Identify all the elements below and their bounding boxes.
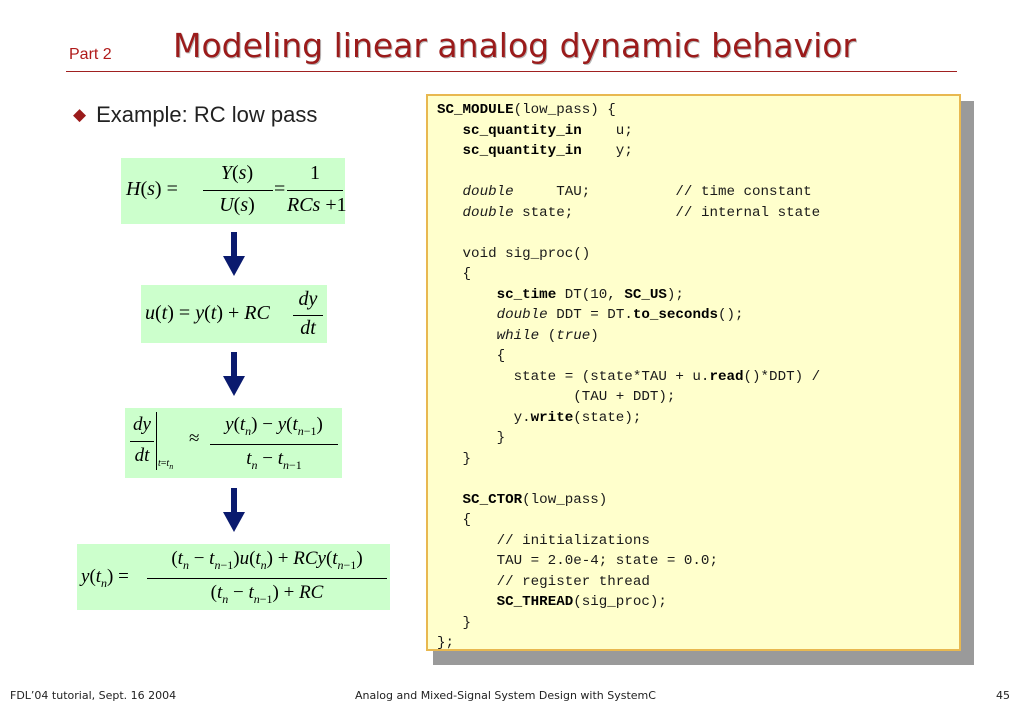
code-line: sc_time DT(10, SC_US); <box>496 286 684 303</box>
code-line: SC_CTOR(low_pass) <box>462 491 608 508</box>
code-line: TAU = 2.0e-4; state = 0.0; <box>437 553 718 569</box>
code-line: SC_THREAD(sig_proc); <box>496 594 667 610</box>
code-line: { <box>437 266 472 282</box>
code-listing: SC_MODULE(low_pass) { sc_quantity_in u; … <box>426 94 961 651</box>
code-line: } <box>437 614 472 631</box>
code-line: double DDT = DT.to_seconds(); <box>496 307 744 323</box>
code-line: y.write(state); <box>437 409 642 426</box>
code-line: state = (state*TAU + u.read()*DDT) / <box>437 368 821 385</box>
part-label: Part 2 <box>69 46 112 63</box>
transfer-function-equation: H(s) = Y(s) U(s) = 1 RCs +1 <box>121 158 347 224</box>
code-text: SC_MODULE(low_pass) { sc_quantity_in u; … <box>428 96 959 654</box>
code-line: double state; // internal state <box>462 204 821 221</box>
code-line: } <box>437 430 506 446</box>
code-line: sc_quantity_in u; <box>462 122 633 139</box>
diamond-bullet-icon: ◆ <box>73 105 87 124</box>
page-number: 45 <box>996 689 1010 702</box>
down-arrow-icon <box>223 352 245 396</box>
discrete-update-equation: y(tn) = (tn − tn−1)u(tn) + RCy(tn−1) (tn… <box>77 544 390 610</box>
code-line: while (true) <box>496 327 599 344</box>
code-line: }; <box>437 635 455 651</box>
code-line: sc_quantity_in y; <box>462 143 633 159</box>
code-line: void sig_proc() <box>437 245 591 262</box>
code-line: (TAU + DDT); <box>437 389 676 405</box>
code-line: double TAU; // time constant <box>462 184 812 200</box>
slide-title: Modeling linear analog dynamic behavior <box>0 26 1023 65</box>
title-rule <box>66 71 957 72</box>
code-line: SC_MODULE(low_pass) { <box>437 102 616 118</box>
slide-title-text: Modeling linear analog dynamic behavior <box>173 26 856 65</box>
code-line: { <box>437 348 506 364</box>
code-line: // initializations <box>437 532 650 549</box>
derivative-approximation-equation: dy dt t=tn ≈ y(tn) − y(tn−1) tn − tn−1 <box>125 408 342 478</box>
bullet-text: Example: RC low pass <box>96 102 318 127</box>
bullet-item: ◆ Example: RC low pass <box>73 102 317 128</box>
footer-center: Analog and Mixed-Signal System Design wi… <box>355 689 656 702</box>
code-line: // register thread <box>437 573 650 590</box>
code-line: } <box>437 450 472 467</box>
differential-equation: u(t) = y(t) + RC dy dt <box>141 285 327 343</box>
code-line: { <box>437 512 472 528</box>
footer-left: FDL’04 tutorial, Sept. 16 2004 <box>10 689 177 702</box>
down-arrow-icon <box>223 232 245 276</box>
down-arrow-icon <box>223 488 245 532</box>
